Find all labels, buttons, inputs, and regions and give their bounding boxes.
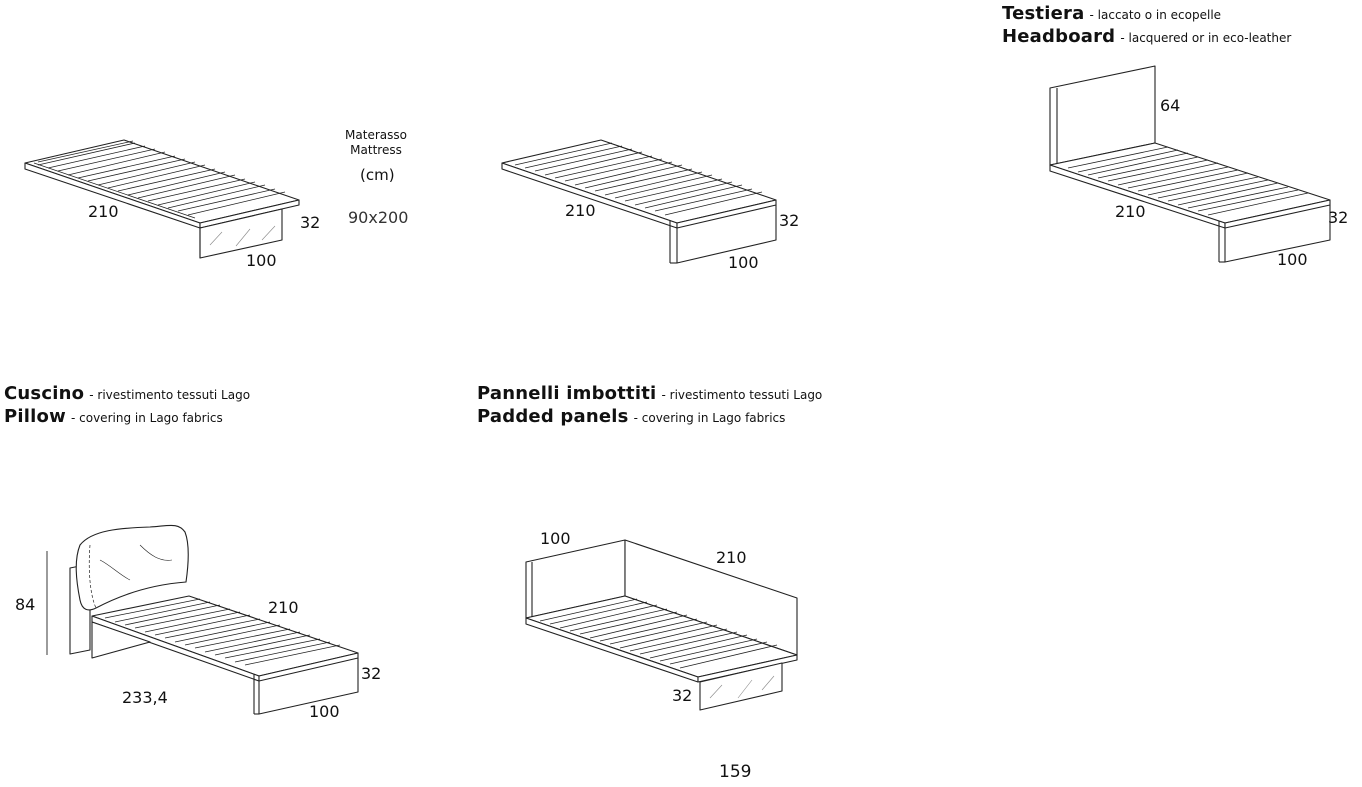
bed-drawing-3 bbox=[1050, 66, 1330, 262]
headboard-title-en: Headboard bbox=[1002, 26, 1116, 47]
headboard-title-it: Testiera bbox=[1002, 3, 1085, 24]
panels-title-it: Pannelli imbottiti bbox=[477, 383, 657, 404]
slats-4 bbox=[105, 599, 340, 665]
pillow-shape bbox=[76, 525, 188, 610]
mattress-unit: (cm) bbox=[360, 166, 395, 184]
panels-length: 210 bbox=[716, 548, 747, 567]
bed-drawing-4 bbox=[47, 525, 358, 714]
bed3-length: 210 bbox=[1115, 202, 1146, 221]
slats-3 bbox=[1068, 147, 1308, 215]
headboard-heading: Testiera - laccato o in ecopelle Headboa… bbox=[1002, 3, 1291, 49]
panels-height: 32 bbox=[672, 686, 693, 705]
mattress-label-en: Mattress bbox=[350, 143, 402, 157]
bed4-width: 100 bbox=[309, 702, 340, 721]
pillow-title-it: Cuscino bbox=[4, 383, 85, 404]
mattress-info: Materasso Mattress bbox=[341, 128, 411, 158]
bed1-height: 32 bbox=[300, 213, 321, 232]
pillow-title-en: Pillow bbox=[4, 406, 66, 427]
bed4-height: 32 bbox=[361, 664, 382, 683]
panels-width: 100 bbox=[540, 529, 571, 548]
pillow-desc-it: - rivestimento tessuti Lago bbox=[89, 388, 251, 402]
bed-drawing-1 bbox=[25, 140, 299, 258]
bed-drawing-2 bbox=[502, 140, 776, 263]
bed-drawing-5 bbox=[526, 540, 797, 710]
bed2-width: 100 bbox=[728, 253, 759, 272]
panels-desc-en: - covering in Lago fabrics bbox=[633, 411, 786, 425]
headboard-desc-en: - lacquered or in eco-leather bbox=[1120, 31, 1292, 45]
slats-5 bbox=[540, 599, 777, 668]
bed2-height: 32 bbox=[779, 211, 800, 230]
mattress-label-it: Materasso bbox=[345, 128, 407, 142]
slats-1 bbox=[34, 141, 285, 218]
bed1-width: 100 bbox=[246, 251, 277, 270]
bed3-width: 100 bbox=[1277, 250, 1308, 269]
bed4-length: 210 bbox=[268, 598, 299, 617]
headboard-height: 64 bbox=[1160, 96, 1181, 115]
bed1-length: 210 bbox=[88, 202, 119, 221]
pillow-total-height: 84 bbox=[15, 595, 36, 614]
panels-desc-it: - rivestimento tessuti Lago bbox=[661, 388, 823, 402]
panels-title-en: Padded panels bbox=[477, 406, 629, 427]
pillow-desc-en: - covering in Lago fabrics bbox=[71, 411, 223, 425]
mattress-size: 90x200 bbox=[348, 208, 409, 227]
panels-heading: Pannelli imbottiti - rivestimento tessut… bbox=[477, 383, 822, 429]
slats-2 bbox=[515, 143, 762, 215]
bed2-length: 210 bbox=[565, 201, 596, 220]
pillow-heading: Cuscino - rivestimento tessuti Lago Pill… bbox=[4, 383, 250, 429]
bed3-height: 32 bbox=[1328, 208, 1349, 227]
pillow-total-length: 233,4 bbox=[122, 688, 168, 707]
headboard-desc-it: - laccato o in ecopelle bbox=[1089, 8, 1222, 22]
page-number: 159 bbox=[719, 762, 752, 782]
